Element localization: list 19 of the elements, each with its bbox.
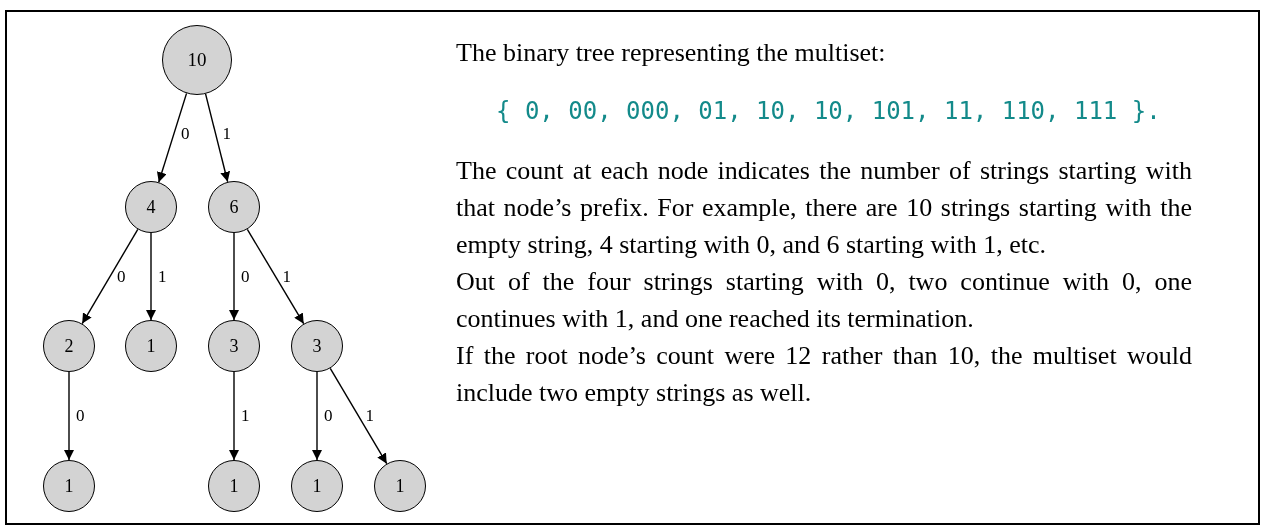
- paragraph: The count at each node indicates the number of strings starting with that node’s prefix. For example, there are 10 strings starting with the empty string, 4 starting with 0, and 6 starting with 1, etc.: [456, 155, 1192, 261]
- arrow: [146, 232, 156, 321]
- paragraph: If the root node’s count were 12 rather than 10, the multiset would include two empty strings as well.: [456, 340, 1192, 409]
- paragraph: Out of the four strings starting with 0, two continue with 0, one continues with 1, and one reached its termination.: [456, 266, 1192, 335]
- arrow: [312, 371, 322, 461]
- edge-label: 1: [365, 407, 374, 424]
- arrow: [229, 232, 239, 321]
- arrow: [157, 92, 188, 183]
- arrow: [81, 228, 139, 325]
- arrow: [204, 93, 231, 183]
- arrow: [64, 371, 74, 461]
- edge-label: 1: [241, 407, 250, 424]
- edge-label: 0: [76, 407, 85, 424]
- edge-label: 0: [324, 407, 333, 424]
- multiset-text: { 0, 00, 000, 01, 10, 10, 101, 11, 110, 111 }.: [495, 96, 1162, 127]
- paragraph: The binary tree representing the multiset:: [456, 37, 887, 69]
- arrow: [229, 371, 239, 461]
- arrow: [329, 367, 388, 465]
- arrow: [246, 228, 305, 325]
